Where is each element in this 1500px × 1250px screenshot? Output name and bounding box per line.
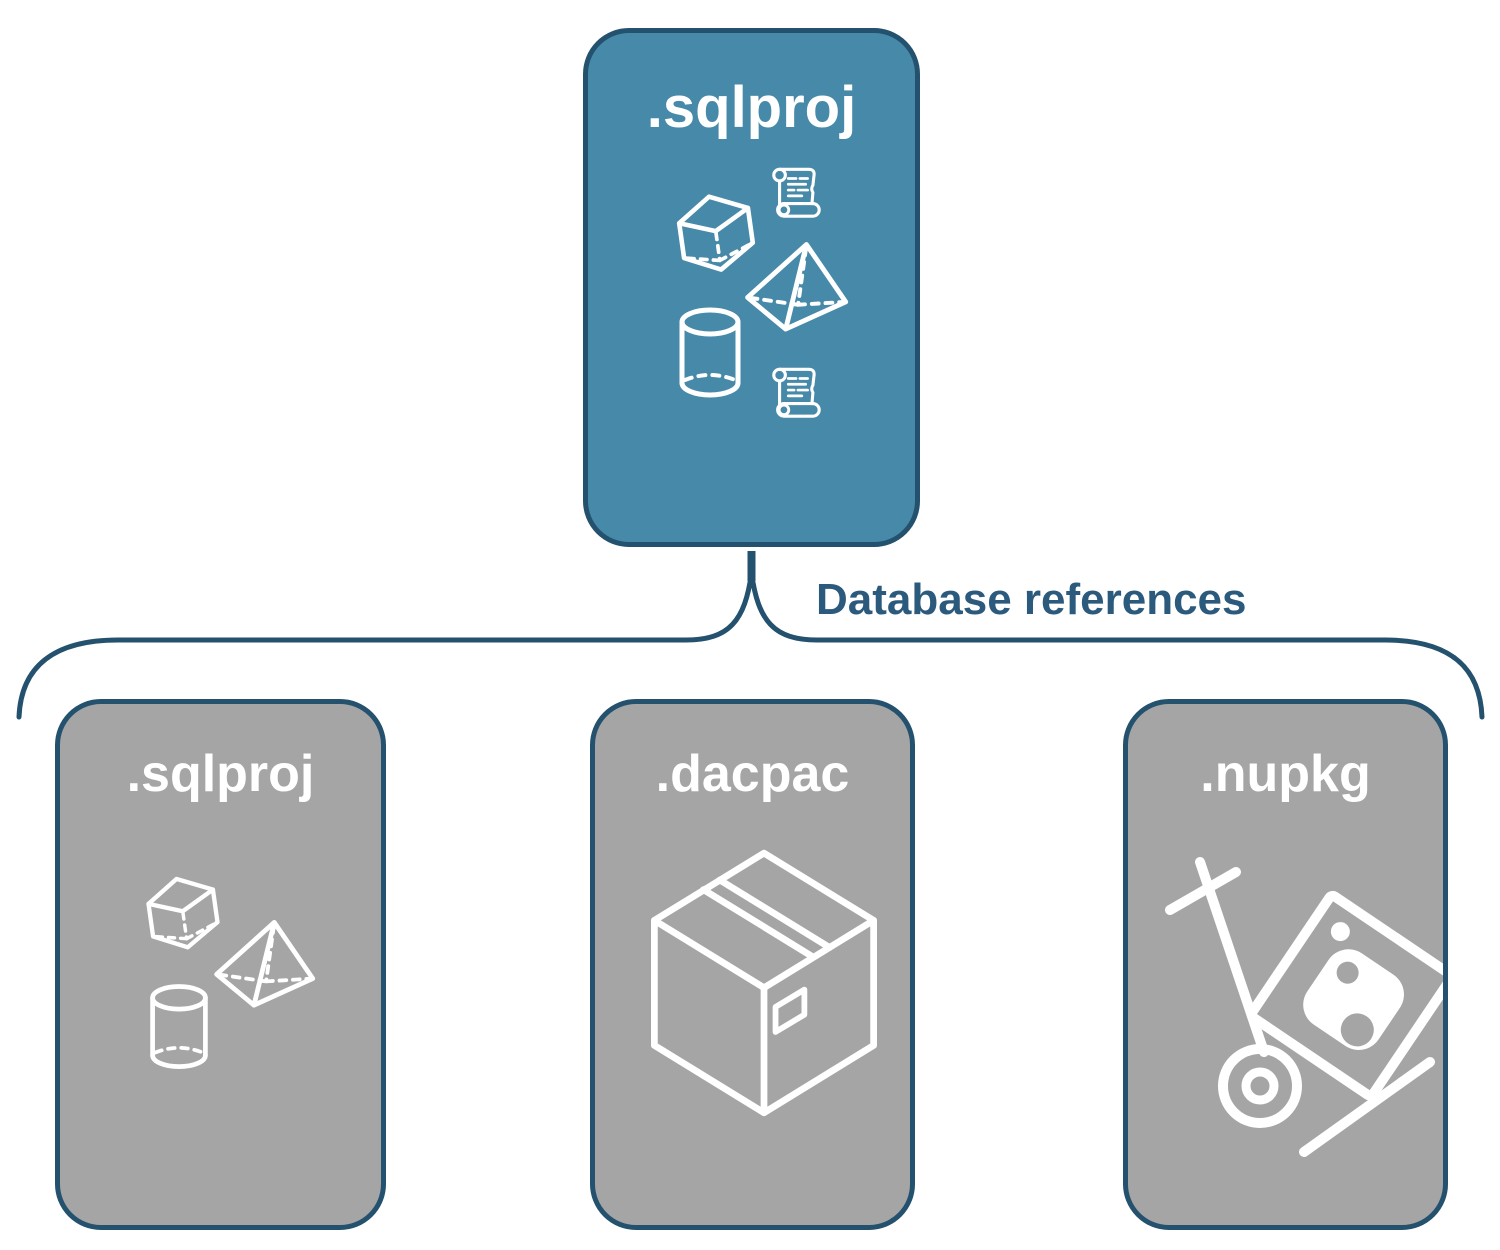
cube-icon [676, 194, 756, 272]
root-card-sqlproj: .sqlproj [583, 28, 920, 547]
pyramid-icon [745, 242, 849, 332]
cylinder-icon [679, 307, 741, 398]
package-box-icon [651, 849, 877, 1117]
cube-icon [146, 876, 220, 950]
root-card-title: .sqlproj [646, 75, 857, 140]
brace-connector [16, 551, 1485, 720]
child-card-title: .nupkg [1200, 745, 1371, 803]
scroll-icon [772, 167, 821, 218]
child-card-title: .dacpac [655, 745, 850, 803]
pyramid-icon [214, 919, 316, 1008]
cylinder-icon [150, 984, 208, 1070]
child-card-dacpac: .dacpac [590, 699, 915, 1230]
child-card-sqlproj: .sqlproj [55, 699, 386, 1230]
nuget-handtruck-icon [1165, 857, 1443, 1157]
child-card-title: .sqlproj [126, 745, 315, 803]
connector-label: Database references [816, 575, 1247, 624]
child-card-nupkg: .nupkg [1123, 699, 1448, 1230]
scroll-icon [772, 367, 821, 418]
